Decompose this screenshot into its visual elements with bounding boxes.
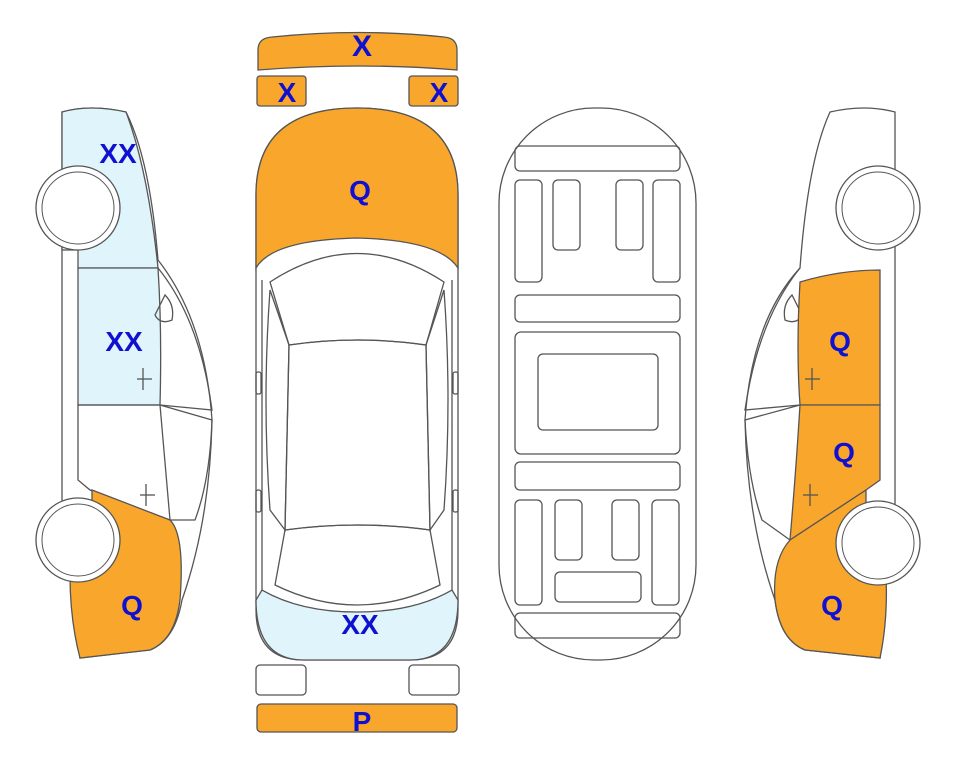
left-front-door-label: XX: [105, 326, 143, 357]
windshield: [269, 252, 445, 346]
left-rear-quarter-label: Q: [121, 590, 143, 621]
left-rear-wheel: [35, 497, 121, 583]
hood-label: Q: [349, 175, 371, 206]
front-bumper-label: X: [352, 30, 372, 63]
right-rear-door-label: Q: [833, 437, 855, 468]
underside-view: [498, 107, 697, 661]
right-rear-wheel: [835, 500, 921, 586]
top-view: X X X Q XX P: [255, 30, 460, 737]
roof: [284, 339, 431, 531]
front-bumper-panel[interactable]: [257, 31, 458, 71]
right-front-door-label: Q: [829, 326, 851, 357]
left-front-wheel: [35, 165, 121, 251]
right-front-wheel: [835, 165, 921, 251]
rear-window-label: XX: [341, 609, 379, 640]
rear-bumper-panel[interactable]: [256, 703, 458, 733]
front-right-light-label: X: [430, 77, 449, 108]
front-left-light-label: X: [278, 77, 297, 108]
right-side-view: Q Q Q: [744, 107, 921, 659]
rear-right-light-panel[interactable]: [408, 664, 460, 696]
right-side-glass: [425, 289, 449, 533]
rear-window-panel[interactable]: [255, 589, 459, 661]
rear-bumper-label: P: [353, 706, 372, 737]
left-side-glass: [265, 289, 290, 532]
left-front-fender-label: XX: [99, 138, 137, 169]
left-side-view: XX XX Q: [35, 107, 213, 659]
hood-panel[interactable]: [255, 107, 459, 271]
front-left-light-panel[interactable]: [256, 75, 307, 107]
rear-left-light-panel[interactable]: [255, 664, 307, 696]
front-right-light-panel[interactable]: [408, 75, 459, 107]
right-rear-quarter-label: Q: [821, 590, 843, 621]
